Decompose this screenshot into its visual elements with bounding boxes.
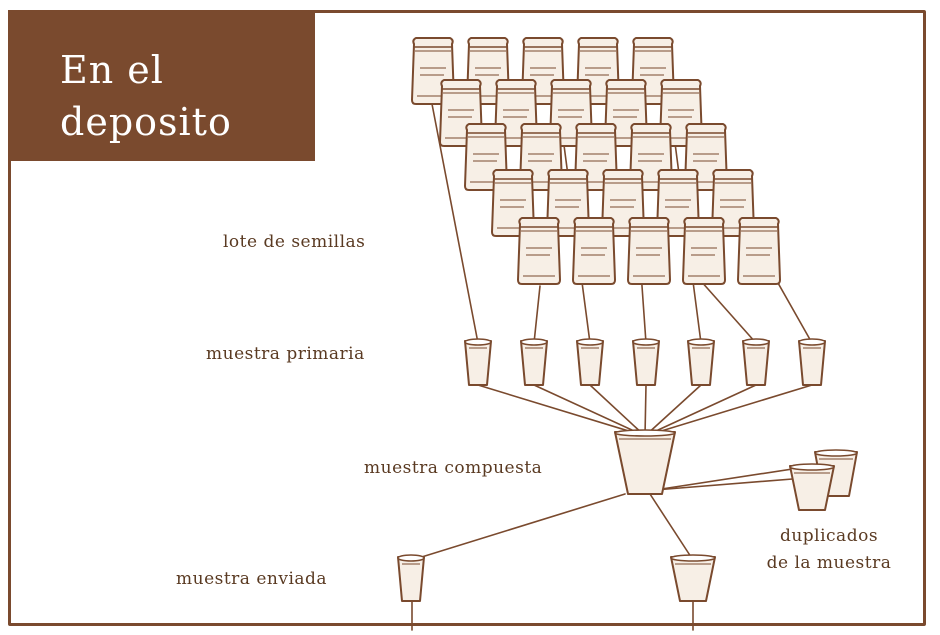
seed-bag (571, 217, 617, 285)
connector-line (589, 384, 646, 437)
label-submitted-sample: muestra enviada (176, 569, 328, 589)
connector-line (533, 384, 646, 437)
primary-sample-cup (798, 338, 826, 386)
composite-sample-cup (614, 429, 676, 495)
label-composite-sample: muestra compuesta (364, 458, 543, 478)
connector-line (644, 384, 647, 437)
label-seed-lot: lote de semillas (223, 232, 366, 252)
duplicate-sample-cup (789, 463, 835, 511)
page-title: En el deposito (60, 48, 232, 144)
seed-bag-stack (410, 37, 782, 285)
submitted-sample-cup (670, 554, 716, 602)
diagram-frame (8, 10, 926, 626)
connector-line (411, 493, 626, 561)
connector-line (533, 285, 541, 344)
connector-line (649, 493, 694, 561)
connector-line (644, 384, 813, 437)
connector-line (699, 279, 757, 344)
connector-line (654, 477, 806, 491)
primary-sample-cup (687, 338, 715, 386)
connector-line (644, 384, 757, 437)
primary-sample-cup (632, 338, 660, 386)
seed-bag (681, 217, 727, 285)
seed-bag (516, 217, 562, 285)
primary-sample-cup (576, 338, 604, 386)
seed-bag (736, 217, 782, 285)
title-box: En el deposito (8, 10, 315, 161)
connector-line (477, 384, 646, 437)
primary-sample-cup (742, 338, 770, 386)
label-duplicate-samples: duplicados de la muestra (766, 526, 892, 573)
seed-bag (626, 217, 672, 285)
label-primary-sample: muestra primaria (206, 344, 365, 364)
connector-line (644, 384, 702, 437)
sample-cups (397, 338, 858, 602)
submitted-sample-cup (397, 554, 425, 602)
primary-sample-cup (464, 338, 492, 386)
primary-sample-cup (520, 338, 548, 386)
